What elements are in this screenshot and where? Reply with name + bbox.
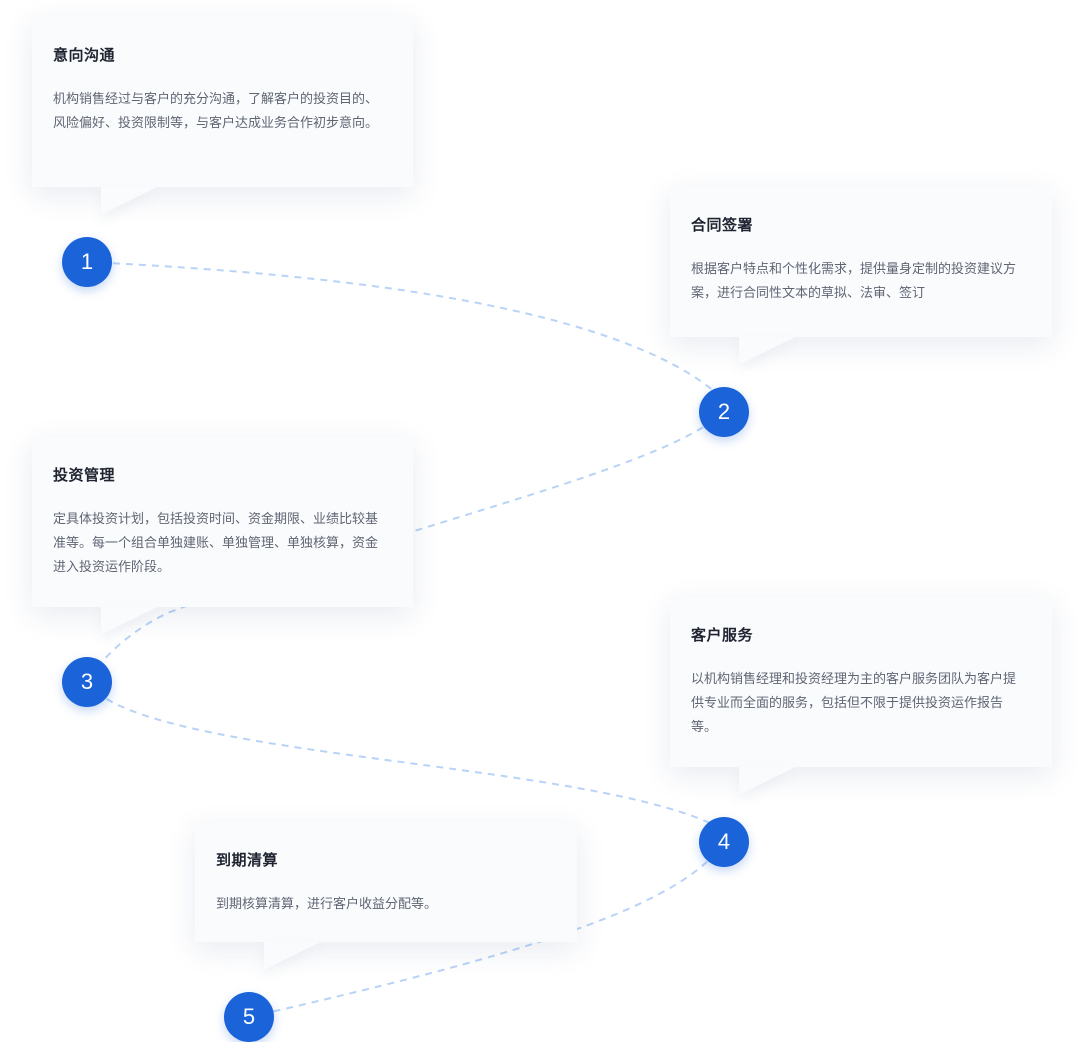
step-title: 客户服务 — [691, 627, 754, 644]
step-number-badge-2: 2 — [699, 387, 749, 437]
step-description: 定具体投资计划，包括投资时间、资金期限、业绩比较基准等。每一个组合单独建账、单独… — [53, 511, 379, 574]
step-card-4: 客户服务 以机构销售经理和投资经理为主的客户服务团队为客户提供专业而全面的服务，… — [670, 597, 1052, 767]
step-card-1: 意向沟通 机构销售经过与客户的充分沟通，了解客户的投资目的、风险偏好、投资限制等… — [32, 17, 413, 187]
step-description: 机构销售经过与客户的充分沟通，了解客户的投资目的、风险偏好、投资限制等，与客户达… — [53, 91, 379, 130]
step-card-3: 投资管理 定具体投资计划，包括投资时间、资金期限、业绩比较基准等。每一个组合单独… — [32, 437, 413, 607]
step-title: 合同签署 — [691, 217, 754, 234]
step-number-badge-3: 3 — [62, 657, 112, 707]
step-description: 根据客户特点和个性化需求，提供量身定制的投资建议方案，进行合同性文本的草拟、法审… — [691, 261, 1017, 300]
step-card-2: 合同签署 根据客户特点和个性化需求，提供量身定制的投资建议方案，进行合同性文本的… — [670, 187, 1052, 337]
step-number-badge-1: 1 — [62, 237, 112, 287]
step-number-badge-4: 4 — [699, 817, 749, 867]
path-segment-3-4 — [86, 681, 725, 831]
step-number-badge-5: 5 — [224, 992, 274, 1042]
step-title: 投资管理 — [53, 467, 116, 484]
step-title: 到期清算 — [216, 852, 279, 869]
step-description: 以机构销售经理和投资经理为主的客户服务团队为客户提供专业而全面的服务，包括但不限… — [691, 671, 1017, 734]
step-title: 意向沟通 — [53, 47, 116, 64]
step-description: 到期核算清算，进行客户收益分配等。 — [216, 896, 438, 911]
step-card-5: 到期清算 到期核算清算，进行客户收益分配等。 — [195, 822, 577, 942]
path-segment-1-2 — [86, 261, 725, 401]
